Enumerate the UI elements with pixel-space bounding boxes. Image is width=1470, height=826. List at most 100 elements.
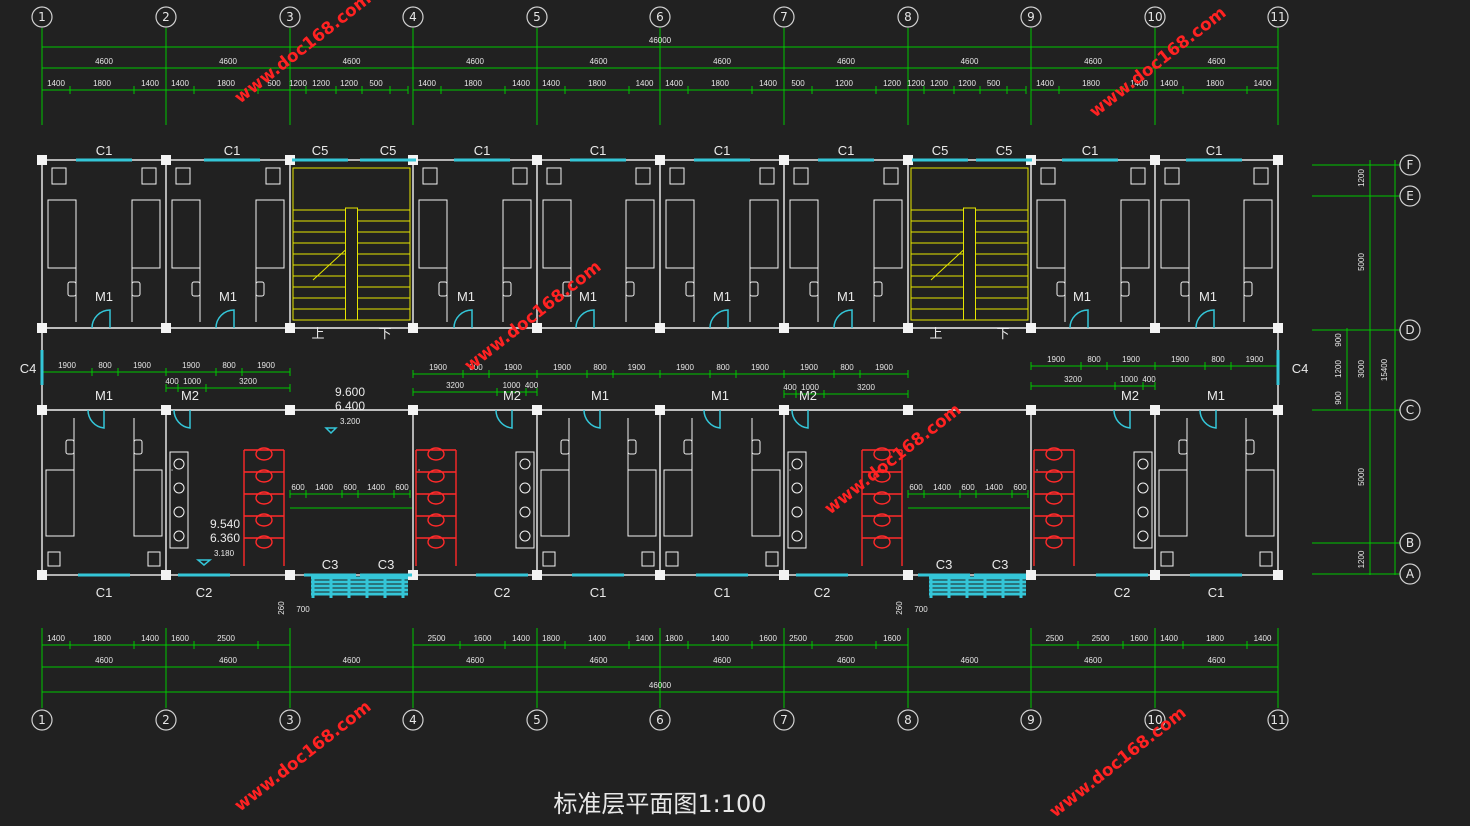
watermark-0: www.doc168.com [231, 0, 376, 108]
bed-south-left-3 [1158, 469, 1188, 537]
toilet-left-stall-1 [244, 469, 284, 483]
toilet-far-stall-4 [1034, 535, 1074, 549]
stair-outline-0 [292, 167, 411, 321]
column-6-3 [655, 570, 665, 580]
axis-bubble-6-top [649, 6, 671, 28]
stair-outline-1 [910, 167, 1029, 321]
desk-chair-north-l-0 [67, 281, 77, 297]
right-corridor-value-1: 1200 [1334, 360, 1343, 378]
axis-label-F: F [1407, 158, 1414, 172]
wash-right-basin-3 [791, 530, 803, 542]
window-label-north-1: C1 [224, 143, 241, 158]
bottom-sub-b-value-8: 1600 [759, 634, 777, 643]
bottom-bay-dim-value-5: 4600 [713, 656, 731, 665]
column-4-1 [408, 323, 418, 333]
top-sub-d-value-3: 500 [987, 79, 1001, 88]
column-4-3 [408, 570, 418, 580]
locker-north-right-1 [265, 167, 281, 185]
door-north-1 [215, 309, 235, 329]
axis-bubble-5-top [526, 6, 548, 28]
door-label-south-7: M1 [1207, 388, 1225, 403]
toilet-dim-right-value-3: 1400 [985, 483, 1003, 492]
desk-chair-north-r-0 [131, 281, 141, 297]
locker-north-left-4 [669, 167, 685, 185]
bottom-sub-a-value-4: 2500 [217, 634, 235, 643]
wash-mid-basin-1 [519, 482, 531, 494]
chair-south-l-1 [560, 439, 570, 455]
column-11-2 [1273, 405, 1283, 415]
axis-bubble-8-top [897, 6, 919, 28]
toilet-dim-left-value-2: 600 [343, 483, 357, 492]
door-south-3 [583, 409, 601, 429]
window-label-north-10: C1 [1082, 143, 1099, 158]
toilet-mid-stall-1 [416, 469, 456, 483]
desk-chair-north-l-1 [191, 281, 201, 297]
column-9-3 [1026, 570, 1036, 580]
corridor-dim-1-value-4: 800 [222, 361, 236, 370]
axis-bubble-D [1399, 319, 1421, 341]
bottom-sub-c-value-4: 1800 [1206, 634, 1224, 643]
column-11-3 [1273, 570, 1283, 580]
toilet-far-stall-1 [1034, 469, 1074, 483]
top-sub-d-value-0: 1200 [907, 79, 925, 88]
axis-label-8-bottom: 8 [904, 713, 912, 727]
corridor-dim-2-value-1: 800 [469, 363, 483, 372]
toilet-mid-stall-4 [416, 535, 456, 549]
toilet-dim-right-value-0: 600 [909, 483, 923, 492]
top-sub-c-value-10: 1200 [835, 79, 853, 88]
wash-mid-counter [515, 451, 535, 549]
bed-north-left-0 [47, 199, 77, 269]
axis-bubble-11-bottom [1267, 709, 1289, 731]
locker-south-l-0 [47, 551, 61, 567]
toilet-right-stall-0 [862, 447, 902, 461]
toilet-left-stall-4 [244, 535, 284, 549]
corridor-dim-1-value-2: 1900 [133, 361, 151, 370]
top-sub-c-value-7: 1800 [711, 79, 729, 88]
locker-north-left-1 [175, 167, 191, 185]
top-sub-d-value-2: 1200 [958, 79, 976, 88]
axis-bubble-9-bottom [1020, 709, 1042, 731]
bed-north-right-5 [873, 199, 903, 269]
small-dim-right-value-1: 1000 [801, 383, 819, 392]
top-sub-b-value-3: 500 [369, 79, 383, 88]
column-7-1 [779, 323, 789, 333]
small-dim-mid-value-1: 1000 [503, 381, 521, 390]
bottom-sub-a-value-0: 1400 [47, 634, 65, 643]
door-label-south-2: M2 [503, 388, 521, 403]
axis-bubble-5-bottom [526, 709, 548, 731]
window-label-east: C4 [1292, 361, 1309, 376]
toilet-far-stall-3 [1034, 513, 1074, 527]
top-bay-dim-value-2: 4600 [343, 57, 361, 66]
bed-south-right-3 [1245, 469, 1275, 537]
wash-far-counter [1133, 451, 1153, 549]
column-3-1 [285, 323, 295, 333]
axis-label-2-bottom: 2 [162, 713, 170, 727]
top-sub-c-value-8: 1400 [759, 79, 777, 88]
column-10-0 [1150, 155, 1160, 165]
axis-bubble-7-top [773, 6, 795, 28]
door-label-south-0: M1 [95, 388, 113, 403]
door-label-north-6: M1 [1073, 289, 1091, 304]
window-label-south-6: C1 [714, 585, 731, 600]
top-bay-dim-value-3: 4600 [466, 57, 484, 66]
column-8-2 [903, 405, 913, 415]
axis-label-9-top: 9 [1027, 10, 1035, 24]
top-sub-c-value-4: 1800 [588, 79, 606, 88]
wash-mid-basin-3 [519, 530, 531, 542]
bed-north-right-2 [502, 199, 532, 269]
bed-south-right-2 [751, 469, 781, 537]
door-north-0 [91, 309, 111, 329]
chair-south-r-0 [133, 439, 143, 455]
bottom-sub-b-value-1: 1600 [474, 634, 492, 643]
small-dim-far-value-1: 1000 [1120, 375, 1138, 384]
small-dim-mid-value-2: 400 [525, 381, 539, 390]
corridor-dim-2-value-4: 800 [593, 363, 607, 372]
elev-corridor-0: 9.600 [335, 385, 365, 399]
column-1-2 [37, 405, 47, 415]
toilet-dim-left-value-3: 1400 [367, 483, 385, 492]
corridor-dim-3-value-3: 1900 [1171, 355, 1189, 364]
small-dim-left-value-2: 3200 [239, 377, 257, 386]
corridor-dim-1-value-3: 1900 [182, 361, 200, 370]
door-south-7 [1199, 409, 1217, 429]
column-3-2 [285, 405, 295, 415]
